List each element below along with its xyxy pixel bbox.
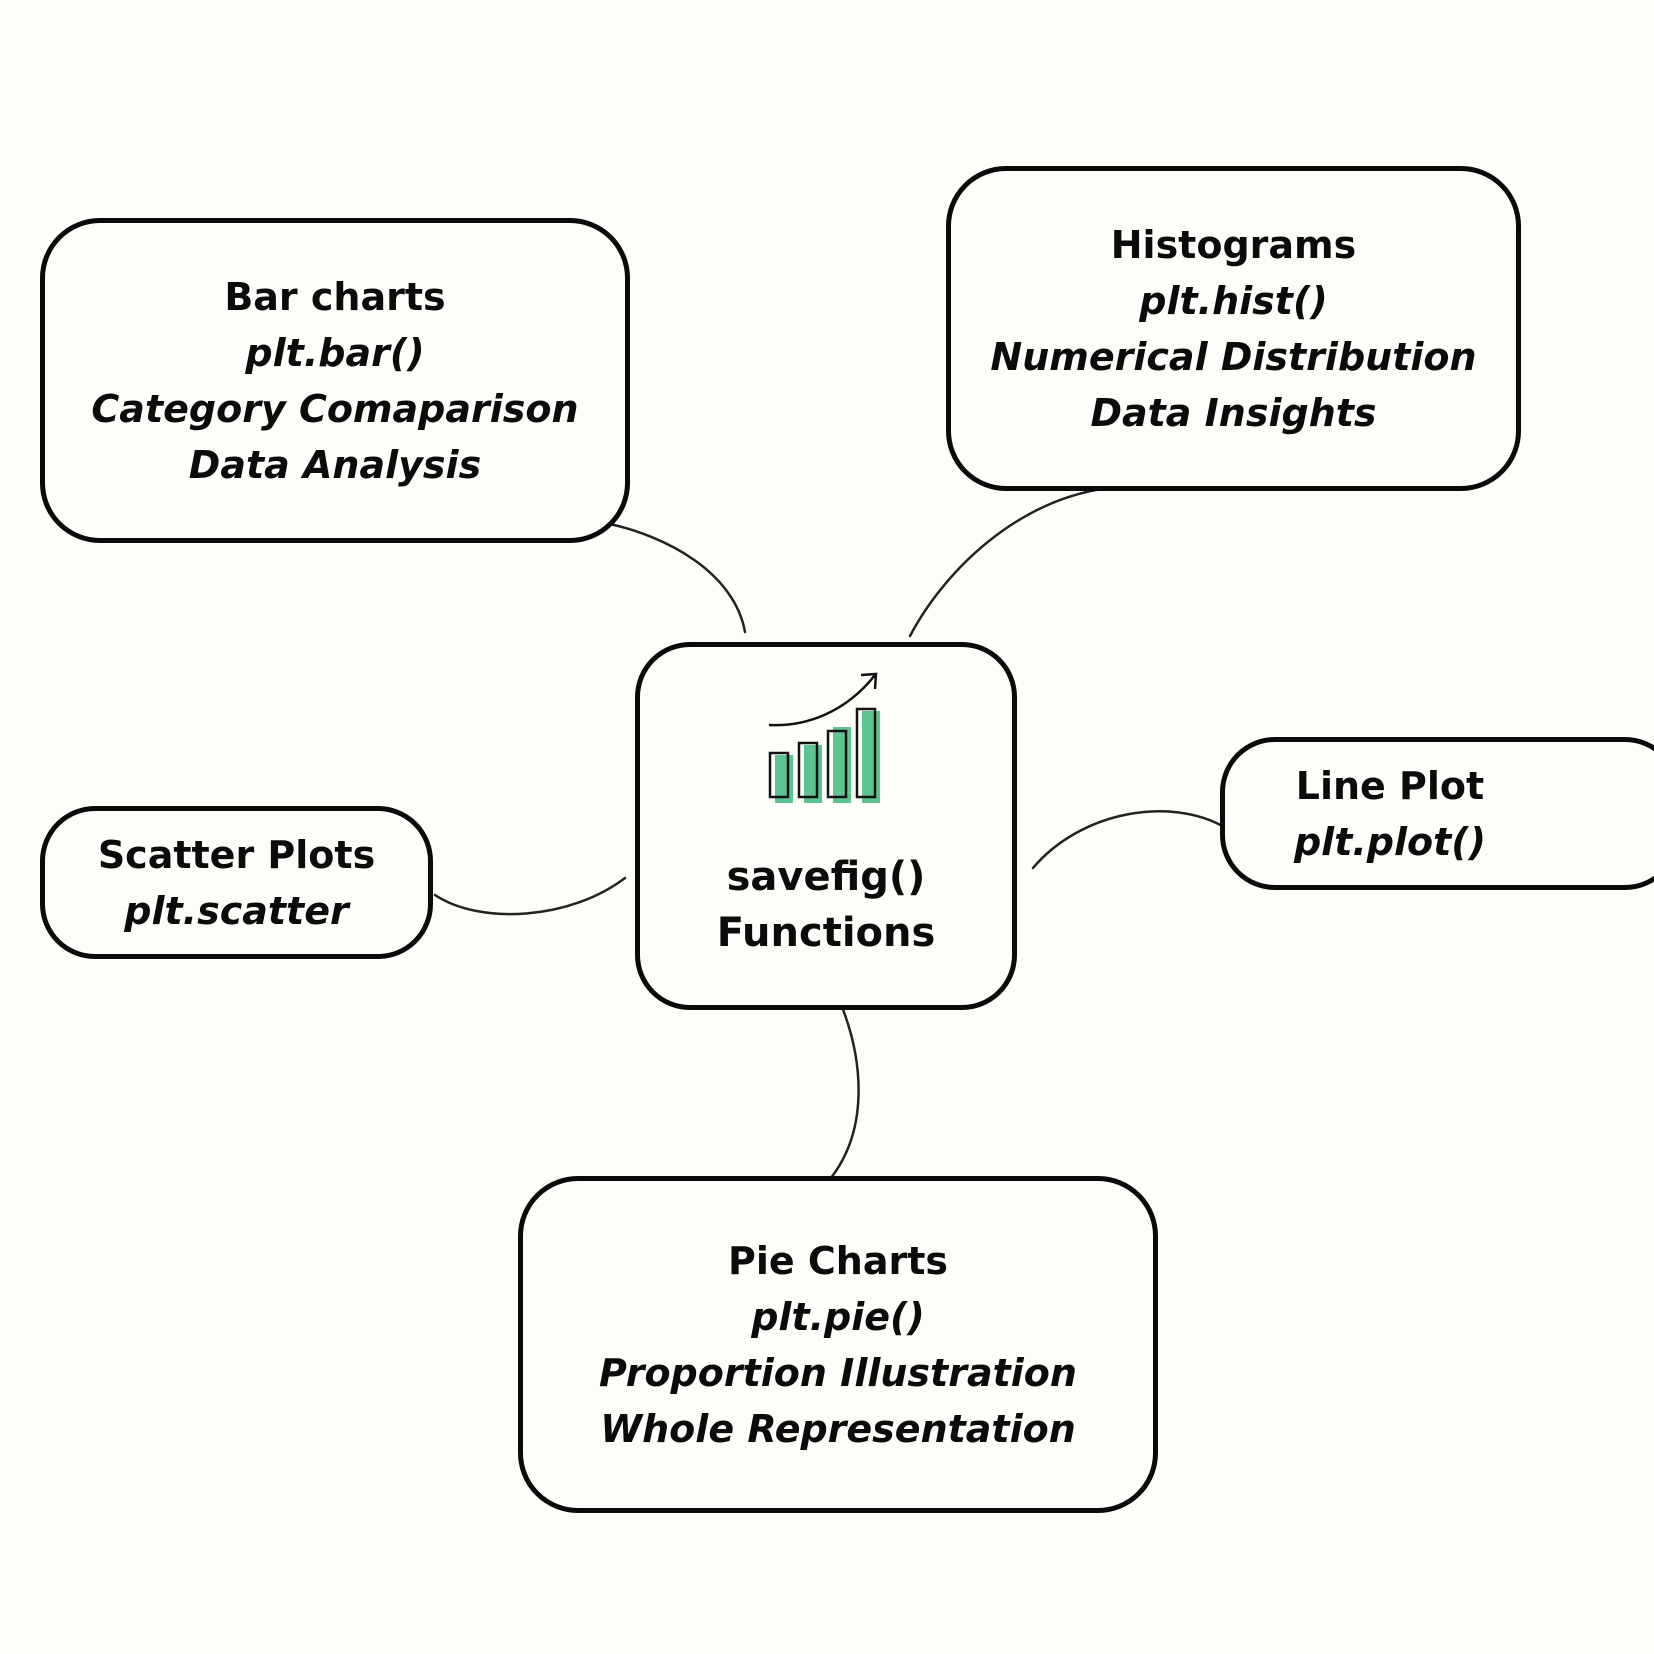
node-title: Line Plot: [1295, 763, 1485, 808]
node-function: plt.hist(): [1139, 278, 1328, 323]
node-scatter-plots: Scatter Plots plt.scatter: [40, 806, 433, 959]
node-description: Data Analysis: [188, 442, 482, 487]
node-title: Pie Charts: [728, 1238, 948, 1283]
node-title: Histograms: [1110, 222, 1357, 267]
node-bar-charts: Bar charts plt.bar() Category Comapariso…: [40, 218, 630, 543]
node-description: Data Insights: [1090, 390, 1377, 435]
connector-bar: [598, 520, 747, 634]
node-histograms: Histograms plt.hist() Numerical Distribu…: [946, 166, 1521, 491]
node-title: Scatter Plots: [97, 832, 376, 877]
node-pie-charts: Pie Charts plt.pie() Proportion Illustra…: [518, 1176, 1158, 1513]
node-function: plt.pie(): [751, 1294, 925, 1339]
node-content: Line Plot plt.plot(): [1294, 758, 1486, 870]
node-description: Proportion Illustration: [599, 1350, 1077, 1395]
connector-line: [1031, 810, 1228, 870]
node-description: Category Comaparison: [91, 386, 579, 431]
bar-chart-growth-icon: [768, 672, 880, 803]
node-function: plt.bar(): [245, 330, 425, 375]
node-title: Bar charts: [224, 274, 446, 319]
center-subtitle: Functions: [716, 910, 936, 956]
connector-hist: [908, 485, 1147, 638]
node-function: plt.scatter: [124, 888, 349, 933]
node-center-savefig: savefig() Functions: [635, 642, 1017, 1010]
connector-scatter: [433, 876, 627, 916]
node-description: Whole Representation: [600, 1406, 1076, 1451]
connector-pie: [823, 995, 860, 1187]
center-title: savefig(): [726, 854, 926, 900]
node-line-plot: Line Plot plt.plot(): [1220, 737, 1654, 890]
node-function: plt.plot(): [1293, 819, 1487, 864]
node-description: Numerical Distribution: [990, 334, 1477, 379]
